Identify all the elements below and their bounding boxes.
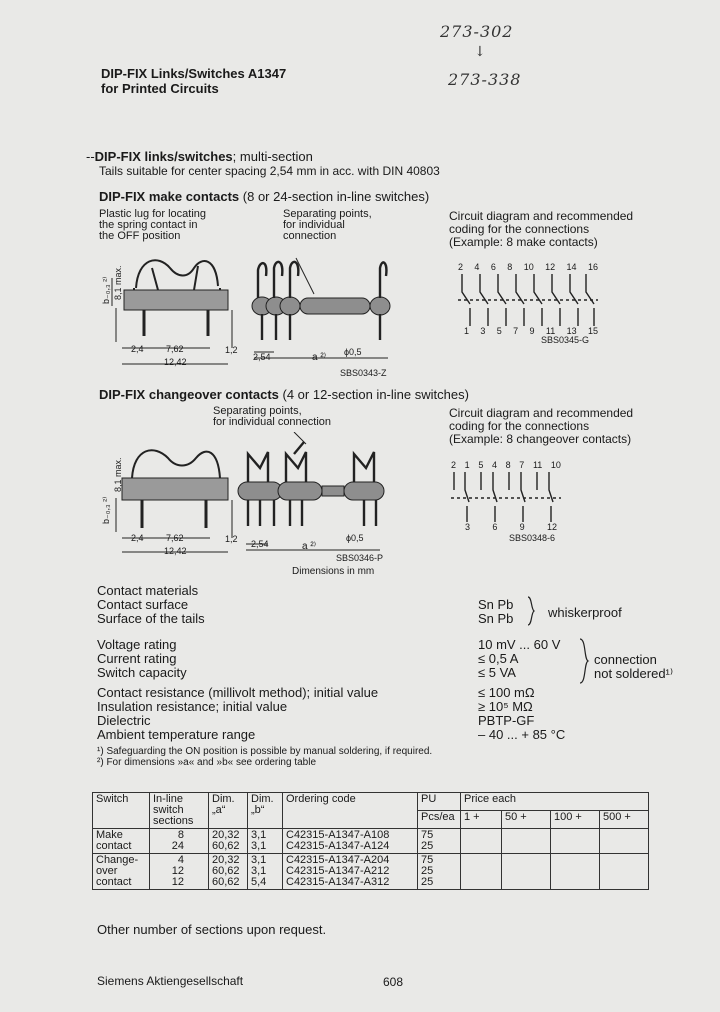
changeover-dim-12-42: 12,42 <box>164 546 187 556</box>
intro-lead: DIP-FIX links/switches <box>94 149 233 164</box>
intro-line-1: --DIP-FIX links/switches; multi-section <box>86 149 313 164</box>
intro-lead-rest: ; multi-section <box>232 149 313 164</box>
changeover-heading-rest: (4 or 12-section in-line switches) <box>278 387 469 402</box>
changeover-dim-2-4: 2,4 <box>131 533 144 543</box>
make-dim-2-54: 2,54 <box>253 352 271 362</box>
changeover-dim-phi: ϕ0,5 <box>346 533 364 543</box>
intro-line-2: Tails suitable for center spacing 2,54 m… <box>99 164 440 178</box>
changeover-circuit-code: SBS0348-6 <box>509 533 556 543</box>
th-dim-b: Dim.„b“ <box>247 792 283 829</box>
title-line-2: for Printed Circuits <box>101 81 219 96</box>
changeover-drawing-code: SBS0346-P <box>336 553 384 563</box>
th-price-500: 500 + <box>599 810 649 829</box>
other-sections-note: Other number of sections upon request. <box>97 922 327 937</box>
th-pu: PU <box>417 792 461 811</box>
make-dim-height: 8,1 max. <box>113 265 123 300</box>
make-heading-bold: DIP-FIX make contacts <box>99 189 240 204</box>
make-dim-2-4: 2,4 <box>131 344 144 354</box>
changeover-dim-height: 8,1 max. <box>113 457 123 492</box>
footer-page-number: 608 <box>383 975 404 989</box>
make-switch-symbols <box>458 274 598 326</box>
make-dim-12-42: 12,42 <box>164 357 187 367</box>
changeover-contacts-drawing <box>115 432 385 553</box>
title-line-1: DIP-FIX Links/Switches A1347 <box>101 66 287 81</box>
make-dim-phi: ϕ0,5 <box>344 347 362 357</box>
make-dim-7-62: 7,62 <box>166 344 184 354</box>
footnote-1: ¹) Safeguarding the ON position is possi… <box>97 746 433 757</box>
spec-ratings-values: 10 mV ... 60 V≤ 0,5 A≤ 5 VA <box>478 637 561 680</box>
changeover-dim-1-2: 1,2 <box>225 534 238 544</box>
th-price-100: 100 + <box>550 810 600 829</box>
make-contacts-drawing <box>111 257 391 365</box>
make-circuit-code: SBS0345-G <box>541 335 590 345</box>
page-title: DIP-FIX Links/Switches A1347 for Printed… <box>101 66 286 96</box>
th-dim-a: Dim.„a“ <box>208 792 248 829</box>
materials-brace <box>527 596 536 626</box>
handwritten-top-number: 273-302 <box>440 22 514 41</box>
th-price-1: 1 + <box>460 810 502 829</box>
changeover-dim-b: b₋₀,₃ ²⁾ <box>101 496 111 524</box>
handwritten-arrow: ↓ <box>474 44 487 60</box>
changeover-callout-separating: Separating points,for individual connect… <box>213 405 332 428</box>
dimensions-note: Dimensions in mm <box>292 566 375 577</box>
changeover-dim-a: a ²⁾ <box>302 541 317 552</box>
make-heading-rest: (8 or 24-section in-line switches) <box>239 189 430 204</box>
footer-company: Siemens Aktiengesellschaft <box>97 974 244 988</box>
changeover-switch-symbols <box>451 472 561 522</box>
make-dim-1-2: 1,2 <box>225 345 238 355</box>
make-dim-a: a ²⁾ <box>312 352 327 363</box>
changeover-dim-7-62: 7,62 <box>166 533 184 543</box>
footnote-2: ²) For dimensions »a« and »b« see orderi… <box>97 757 317 768</box>
handwritten-bottom-number: 273-338 <box>448 70 522 89</box>
changeover-dim-2-54: 2,54 <box>251 539 269 549</box>
th-price-50: 50 + <box>501 810 551 829</box>
materials-note: whiskerproof <box>548 605 622 620</box>
changeover-heading-bold: DIP-FIX changeover contacts <box>99 387 279 402</box>
make-heading: DIP-FIX make contacts (8 or 24-section i… <box>99 190 429 204</box>
spec-other-labels: Contact resistance (millivolt method); i… <box>97 685 379 742</box>
footnotes: ¹) Safeguarding the ON position is possi… <box>97 746 432 768</box>
th-switch: Switch <box>92 792 150 829</box>
ratings-brace <box>579 638 590 684</box>
th-ordering-code: Ordering code <box>282 792 418 829</box>
make-drawing-code: SBS0343-Z <box>340 368 387 378</box>
th-price: Price each <box>460 792 649 811</box>
make-dim-b: b₋₀,₃ ²⁾ <box>101 276 111 304</box>
changeover-heading: DIP-FIX changeover contacts (4 or 12-sec… <box>99 388 469 402</box>
th-pu-unit: Pcs/ea <box>417 810 461 829</box>
